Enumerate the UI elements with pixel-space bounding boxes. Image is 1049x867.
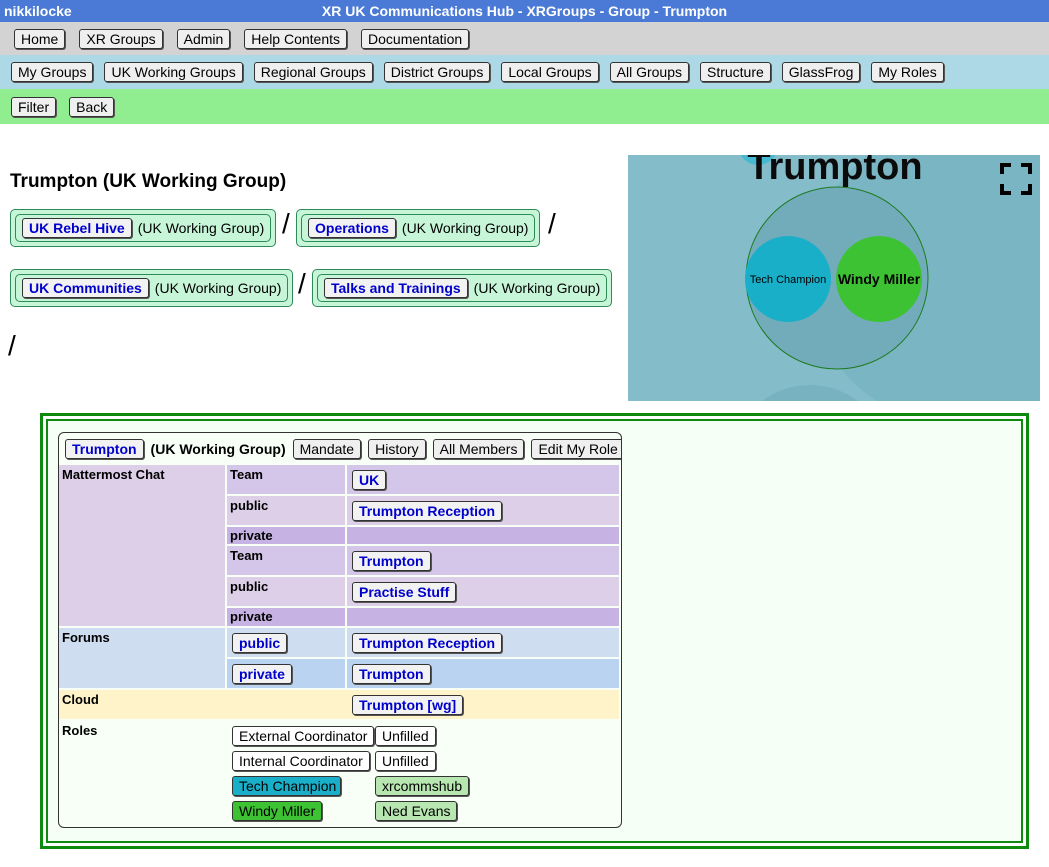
- mm-link-uk[interactable]: UK: [352, 470, 387, 490]
- diagram-bg-circle: [740, 155, 776, 165]
- section-label-forums: Forums: [59, 628, 225, 688]
- mm-row-label: public: [227, 577, 345, 606]
- my-roles-button[interactable]: My Roles: [871, 62, 944, 82]
- group-diagram[interactable]: Trumpton Tech Champion Windy Miller: [628, 155, 1040, 401]
- breadcrumb-separator: /: [298, 268, 306, 299]
- group-card: Trumpton (UK Working Group) Mandate Hist…: [58, 432, 622, 828]
- breadcrumb-link-uk-rebel-hive[interactable]: UK Rebel Hive: [22, 218, 132, 238]
- breadcrumb-type: (UK Working Group): [473, 280, 601, 296]
- role-holder[interactable]: Ned Evans: [375, 801, 458, 821]
- xr-groups-button[interactable]: XR Groups: [79, 28, 163, 49]
- mm-row-label: public: [227, 496, 345, 525]
- mm-row-value-cell: [347, 608, 619, 626]
- group-panel: Trumpton (UK Working Group) Mandate Hist…: [40, 413, 1029, 849]
- breadcrumb-link-uk-communities[interactable]: UK Communities: [22, 278, 149, 298]
- history-button[interactable]: History: [368, 439, 426, 459]
- all-groups-button[interactable]: All Groups: [609, 62, 689, 82]
- role-external-coordinator[interactable]: External Coordinator: [232, 726, 375, 746]
- title-bar: nikkilocke XR UK Communications Hub - XR…: [0, 0, 1049, 22]
- main-nav: Home XR Groups Admin Help Contents Docum…: [0, 22, 1049, 55]
- window-title: XR UK Communications Hub - XRGroups - Gr…: [321, 3, 728, 19]
- mm-row-value-cell: [347, 465, 619, 494]
- mm-row-label: private: [227, 608, 345, 626]
- district-groups-button[interactable]: District Groups: [383, 62, 491, 82]
- local-groups-button[interactable]: Local Groups: [501, 62, 599, 82]
- my-groups-button[interactable]: My Groups: [11, 62, 94, 82]
- mm-row-label: Team: [227, 546, 345, 575]
- breadcrumb-type: (UK Working Group): [401, 220, 529, 236]
- breadcrumb-link-operations[interactable]: Operations: [308, 218, 396, 238]
- group-name-link[interactable]: Trumpton: [65, 439, 144, 459]
- forum-public-link[interactable]: public: [232, 633, 288, 653]
- breadcrumb-item: Operations (UK Working Group): [296, 209, 541, 247]
- forum-link-trumpton-reception[interactable]: Trumpton Reception: [352, 633, 503, 653]
- mm-link-practise-stuff[interactable]: Practise Stuff: [352, 582, 457, 602]
- mm-row-label: private: [227, 527, 345, 544]
- breadcrumb-type: (UK Working Group): [137, 220, 265, 236]
- documentation-button[interactable]: Documentation: [361, 28, 470, 49]
- mm-row-value-cell: [347, 527, 619, 544]
- admin-button[interactable]: Admin: [176, 28, 231, 49]
- role-windy-miller[interactable]: Windy Miller: [232, 801, 323, 821]
- diagram-bg-circle: [762, 385, 858, 401]
- section-label-mattermost: Mattermost Chat: [59, 465, 225, 626]
- uk-working-groups-button[interactable]: UK Working Groups: [104, 62, 243, 82]
- role-holder[interactable]: xrcommshub: [375, 776, 470, 796]
- role-holder[interactable]: Unfilled: [375, 726, 436, 746]
- group-header: Trumpton (UK Working Group) Mandate Hist…: [65, 439, 621, 459]
- help-contents-button[interactable]: Help Contents: [244, 28, 348, 49]
- section-label-roles: Roles: [62, 723, 98, 738]
- mandate-button[interactable]: Mandate: [292, 439, 362, 459]
- page-title: Trumpton (UK Working Group): [10, 171, 287, 192]
- role-tech-champion[interactable]: Tech Champion: [232, 776, 341, 796]
- home-button[interactable]: Home: [14, 28, 66, 49]
- breadcrumb-link-talks-and-trainings[interactable]: Talks and Trainings: [324, 278, 468, 298]
- all-members-button[interactable]: All Members: [432, 439, 525, 459]
- glassfrog-button[interactable]: GlassFrog: [781, 62, 861, 82]
- filter-button[interactable]: Filter: [11, 96, 57, 117]
- breadcrumb-separator: /: [8, 330, 16, 361]
- role-holder[interactable]: Unfilled: [375, 751, 436, 771]
- breadcrumb-separator: /: [548, 208, 556, 239]
- forum-link-trumpton[interactable]: Trumpton: [352, 664, 431, 684]
- diagram-title: Trumpton: [747, 155, 922, 188]
- mm-link-trumpton[interactable]: Trumpton: [352, 551, 431, 571]
- back-button[interactable]: Back: [69, 96, 115, 117]
- group-type: (UK Working Group): [150, 441, 286, 457]
- circle-label: Windy Miller: [838, 271, 921, 287]
- section-label-cloud: Cloud: [59, 690, 619, 719]
- mm-link-trumpton-reception[interactable]: Trumpton Reception: [352, 501, 503, 521]
- mm-row-label: Team: [227, 465, 345, 494]
- group-nav: My Groups UK Working Groups Regional Gro…: [0, 55, 1049, 89]
- breadcrumb-item: UK Rebel Hive (UK Working Group): [10, 209, 277, 247]
- breadcrumb-item: Talks and Trainings (UK Working Group): [312, 269, 613, 307]
- regional-groups-button[interactable]: Regional Groups: [253, 62, 373, 82]
- structure-button[interactable]: Structure: [699, 62, 771, 82]
- forum-private-link[interactable]: private: [232, 664, 292, 684]
- group-panel-inner: Trumpton (UK Working Group) Mandate Hist…: [46, 419, 1023, 843]
- circle-label: Tech Champion: [750, 274, 826, 286]
- role-internal-coordinator[interactable]: Internal Coordinator: [232, 751, 370, 771]
- circle-tech-champion[interactable]: [745, 236, 831, 322]
- breadcrumb-separator: /: [282, 208, 290, 239]
- circle-windy-miller[interactable]: [836, 236, 922, 322]
- username: nikkilocke: [4, 3, 72, 19]
- edit-my-role-button[interactable]: Edit My Role: [531, 439, 621, 459]
- diagram-svg: Trumpton Tech Champion Windy Miller: [740, 155, 1040, 401]
- action-bar: Filter Back: [0, 89, 1049, 124]
- breadcrumb-type: (UK Working Group): [154, 280, 282, 296]
- breadcrumb-item: UK Communities (UK Working Group): [10, 269, 294, 307]
- cloud-link-trumpton-wg[interactable]: Trumpton [wg]: [352, 695, 464, 715]
- fullscreen-icon[interactable]: [1000, 163, 1032, 195]
